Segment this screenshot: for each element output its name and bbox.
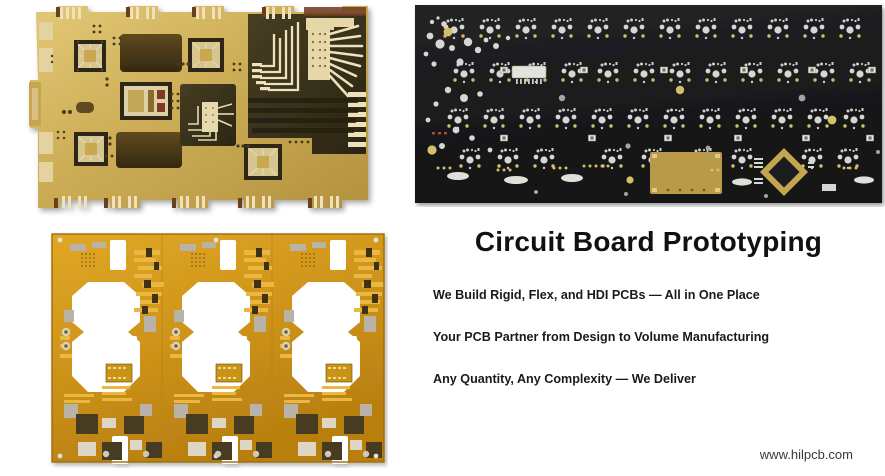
black-keyboard-pcb-image <box>412 2 885 207</box>
black-keyboard-pcb-graphic <box>412 2 885 207</box>
website-url[interactable]: www.hilpcb.com <box>759 447 853 462</box>
page-title: Circuit Board Prototyping <box>474 226 823 257</box>
feature-list: We Build Rigid, Flex, and HDI PCBs — All… <box>433 288 885 414</box>
feature-item-3: Any Quantity, Any Complexity — We Delive… <box>433 372 696 386</box>
feature-item-1: We Build Rigid, Flex, and HDI PCBs — All… <box>433 288 760 302</box>
gold-rf-board-image <box>12 4 390 216</box>
gold-rf-board-graphic <box>12 4 390 216</box>
feature-item-2: Your PCB Partner from Design to Volume M… <box>433 330 770 344</box>
orange-hdi-panel-image <box>48 230 388 468</box>
text-panel: Circuit Board Prototyping We Build Rigid… <box>412 212 885 476</box>
orange-hdi-panel-graphic <box>48 230 388 468</box>
